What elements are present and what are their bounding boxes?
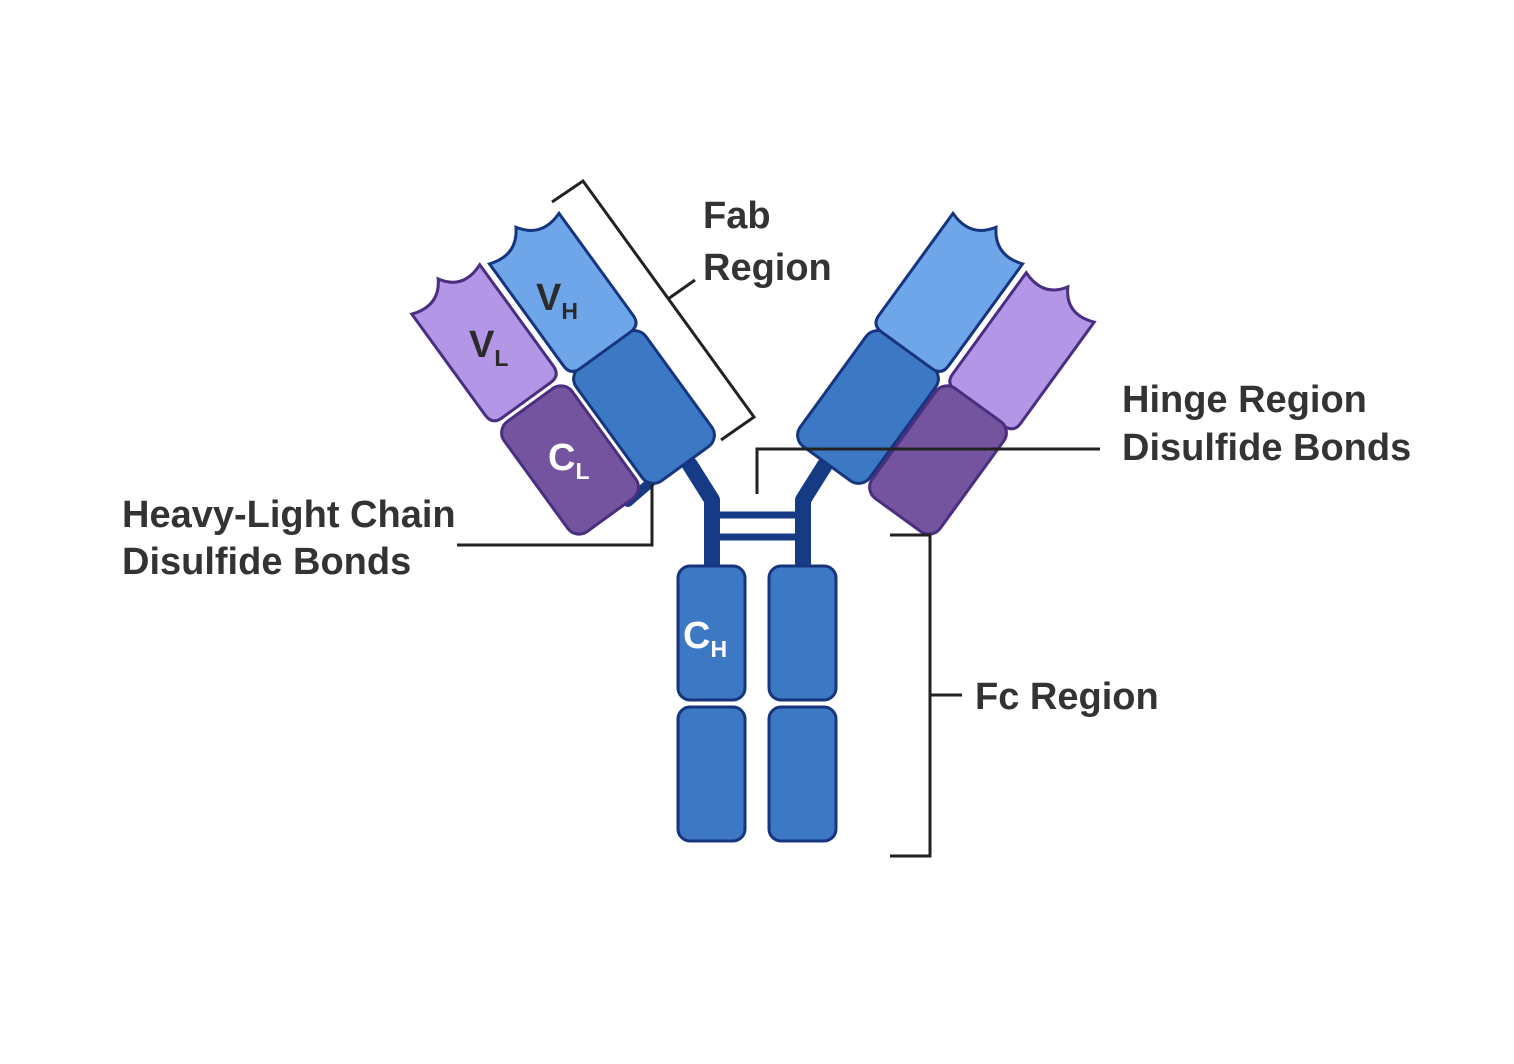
right-ch3-domain xyxy=(767,705,838,843)
left-ch3-domain xyxy=(676,705,747,843)
fc-domains xyxy=(676,564,838,843)
right-ch2-domain xyxy=(767,564,838,702)
left-vl-group xyxy=(409,262,558,423)
right-vh-group xyxy=(874,210,1026,373)
left-light-chain xyxy=(500,384,640,536)
fc-bracket xyxy=(890,533,932,858)
fab-label-line1: Fab xyxy=(703,195,771,237)
left-heavy-chain-linker xyxy=(682,457,720,578)
right-vh-domain xyxy=(874,210,1026,373)
hinge-label-line2: Disulfide Bonds xyxy=(1122,427,1411,469)
hinge-label-line1: Hinge Region xyxy=(1122,379,1367,421)
right-cl-group xyxy=(868,384,1008,536)
fab-label-line2: Region xyxy=(703,247,832,289)
right-heavy-chain-linker xyxy=(795,457,833,578)
heavy-light-leader-line xyxy=(457,484,654,547)
fab-bracket-tick xyxy=(667,278,696,301)
vl-label: VL xyxy=(469,324,508,371)
left-vh-group xyxy=(486,210,638,373)
left-cl-domain xyxy=(500,384,640,536)
annotations xyxy=(457,178,1100,858)
vh-label: VH xyxy=(536,277,578,324)
cl-label: CL xyxy=(548,437,590,484)
heavy-light-label-line2: Disulfide Bonds xyxy=(122,541,411,583)
hinge-leader-line xyxy=(755,447,1100,494)
ch-label: CH xyxy=(683,615,727,662)
right-cl-domain xyxy=(868,384,1008,536)
fc-label: Fc Region xyxy=(975,676,1159,718)
heavy-light-label-line1: Heavy-Light Chain xyxy=(122,494,456,536)
left-vh-domain xyxy=(486,210,638,373)
left-vl-domain xyxy=(409,262,558,423)
left-ch2-domain xyxy=(676,564,747,702)
